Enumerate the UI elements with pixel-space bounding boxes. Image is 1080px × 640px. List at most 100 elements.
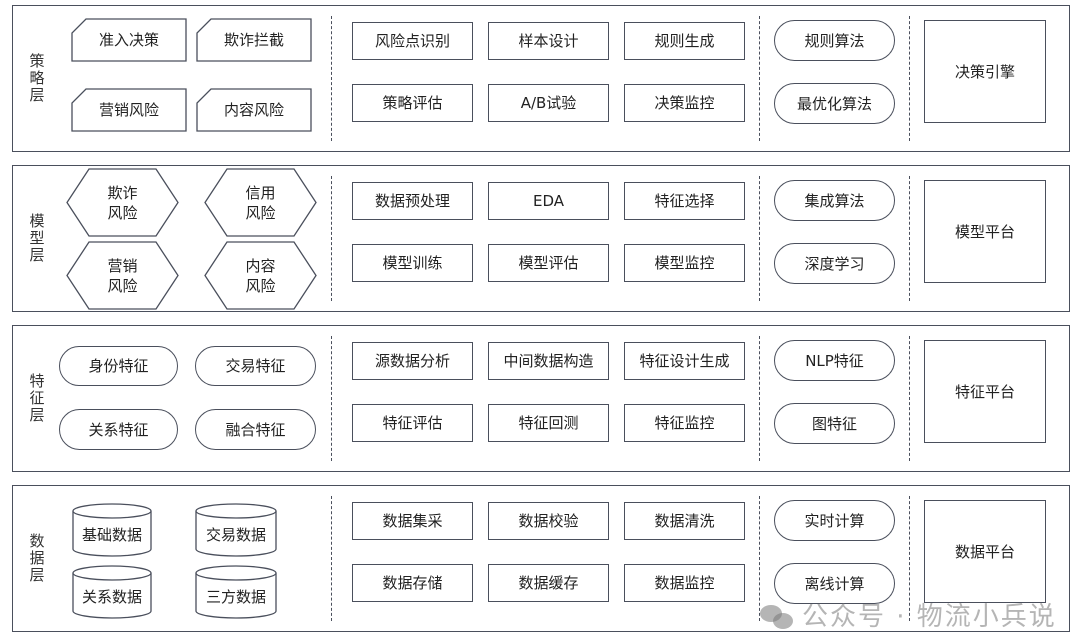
scene-pill-item: 关系特征 [59, 409, 178, 450]
algorithm-label: 深度学习 [804, 254, 865, 273]
dashed-divider [759, 16, 760, 141]
algorithm-item: 最优化算法 [774, 83, 895, 124]
scene-label: 关系数据 [81, 588, 142, 606]
algorithm-item: 实时计算 [774, 500, 895, 541]
process-label: 特征监控 [654, 414, 715, 432]
platform-label: 决策引擎 [954, 62, 1015, 81]
process-label: 模型监控 [654, 254, 715, 272]
process-step: 特征选择 [624, 182, 745, 220]
scene-label: 内容 风险 [245, 256, 276, 295]
process-label: 数据清洗 [654, 512, 715, 530]
platform-box: 数据平台 [924, 500, 1046, 603]
process-step: 特征监控 [624, 404, 745, 442]
process-label: 数据存储 [382, 574, 443, 592]
scene-hex-item: 营销 风险 [66, 241, 179, 310]
scene-label: 基础数据 [81, 526, 142, 544]
layer-title: 模型层 [27, 213, 46, 264]
dashed-divider [909, 16, 910, 141]
platform-label: 模型平台 [954, 222, 1015, 241]
platform-box: 特征平台 [924, 340, 1046, 443]
process-label: 数据预处理 [374, 192, 450, 210]
process-label: 决策监控 [654, 94, 715, 112]
scene-label: 融合特征 [225, 420, 286, 439]
dashed-divider [759, 336, 760, 461]
process-step: 策略评估 [352, 84, 473, 122]
watermark: 公众号 · 物流小兵说 [760, 604, 1057, 630]
layer-title: 策略层 [27, 53, 46, 104]
process-label: 特征评估 [382, 414, 443, 432]
process-step: 数据预处理 [352, 182, 473, 220]
platform-box: 决策引擎 [924, 20, 1046, 123]
algorithm-label: 集成算法 [804, 191, 865, 210]
process-step: 模型监控 [624, 244, 745, 282]
scene-cyl-item: 交易数据 [195, 503, 277, 557]
dashed-divider [759, 176, 760, 301]
process-label: 策略评估 [382, 94, 443, 112]
process-label: 特征设计生成 [639, 352, 730, 370]
algorithm-item: 图特征 [774, 403, 895, 444]
dashed-divider [909, 336, 910, 461]
platform-label: 特征平台 [954, 382, 1015, 401]
scene-cut-item: 欺诈拦截 [196, 18, 312, 62]
scene-cut-item: 准入决策 [71, 18, 187, 62]
algorithm-item: 离线计算 [774, 563, 895, 604]
process-label: 特征选择 [654, 192, 715, 210]
process-label: 风险点识别 [374, 32, 450, 50]
process-label: 规则生成 [654, 32, 715, 50]
process-step: 特征评估 [352, 404, 473, 442]
scene-pill-item: 融合特征 [195, 409, 316, 450]
dashed-divider [331, 16, 332, 141]
scene-label: 欺诈 风险 [107, 183, 138, 222]
process-step: 数据清洗 [624, 502, 745, 540]
scene-label: 准入决策 [98, 31, 159, 49]
process-step: 样本设计 [488, 22, 609, 60]
process-label: 模型评估 [518, 254, 579, 272]
platform-label: 数据平台 [954, 542, 1015, 561]
scene-label: 营销 风险 [107, 256, 138, 295]
algorithm-label: 离线计算 [804, 574, 865, 593]
process-step: A/B试验 [488, 84, 609, 122]
process-step: 特征设计生成 [624, 342, 745, 380]
scene-hex-item: 欺诈 风险 [66, 168, 179, 237]
process-label: 数据集采 [382, 512, 443, 530]
scene-label: 三方数据 [205, 588, 266, 606]
scene-cut-item: 营销风险 [71, 88, 187, 132]
algorithm-item: 规则算法 [774, 20, 895, 61]
process-label: 模型训练 [382, 254, 443, 272]
process-label: 样本设计 [518, 32, 579, 50]
process-step: 源数据分析 [352, 342, 473, 380]
process-label: A/B试验 [520, 94, 577, 112]
process-step: 规则生成 [624, 22, 745, 60]
process-step: 数据缓存 [488, 564, 609, 602]
scene-pill-item: 交易特征 [195, 346, 316, 386]
process-step: 决策监控 [624, 84, 745, 122]
process-label: 数据校验 [518, 512, 579, 530]
layer-2: 特征层身份特征 交易特征关系特征 融合特征 源数据分析 中间数据构造 特征设计生成特征评估… [12, 325, 1070, 472]
dashed-divider [331, 176, 332, 301]
process-step: 数据集采 [352, 502, 473, 540]
dashed-divider [909, 496, 910, 621]
process-step: 风险点识别 [352, 22, 473, 60]
layer-title: 特征层 [27, 373, 46, 424]
scene-cyl-item: 基础数据 [72, 503, 152, 557]
process-label: 中间数据构造 [503, 352, 594, 370]
scene-label: 交易特征 [225, 357, 286, 375]
scene-label: 交易数据 [205, 526, 266, 544]
layer-title: 数据层 [27, 533, 46, 584]
process-label: 源数据分析 [374, 352, 450, 370]
algorithm-label: 规则算法 [804, 31, 865, 50]
process-step: 数据监控 [624, 564, 745, 602]
scene-label: 欺诈拦截 [223, 31, 284, 49]
process-label: 数据缓存 [518, 574, 579, 592]
dashed-divider [759, 496, 760, 621]
scene-label: 营销风险 [98, 101, 159, 119]
scene-cyl-item: 关系数据 [72, 565, 152, 619]
scene-pill-item: 身份特征 [59, 346, 178, 386]
process-label: EDA [532, 192, 565, 210]
watermark-text: 公众号 · 物流小兵说 [802, 602, 1057, 632]
algorithm-item: NLP特征 [774, 340, 895, 381]
wechat-icon [760, 604, 794, 630]
